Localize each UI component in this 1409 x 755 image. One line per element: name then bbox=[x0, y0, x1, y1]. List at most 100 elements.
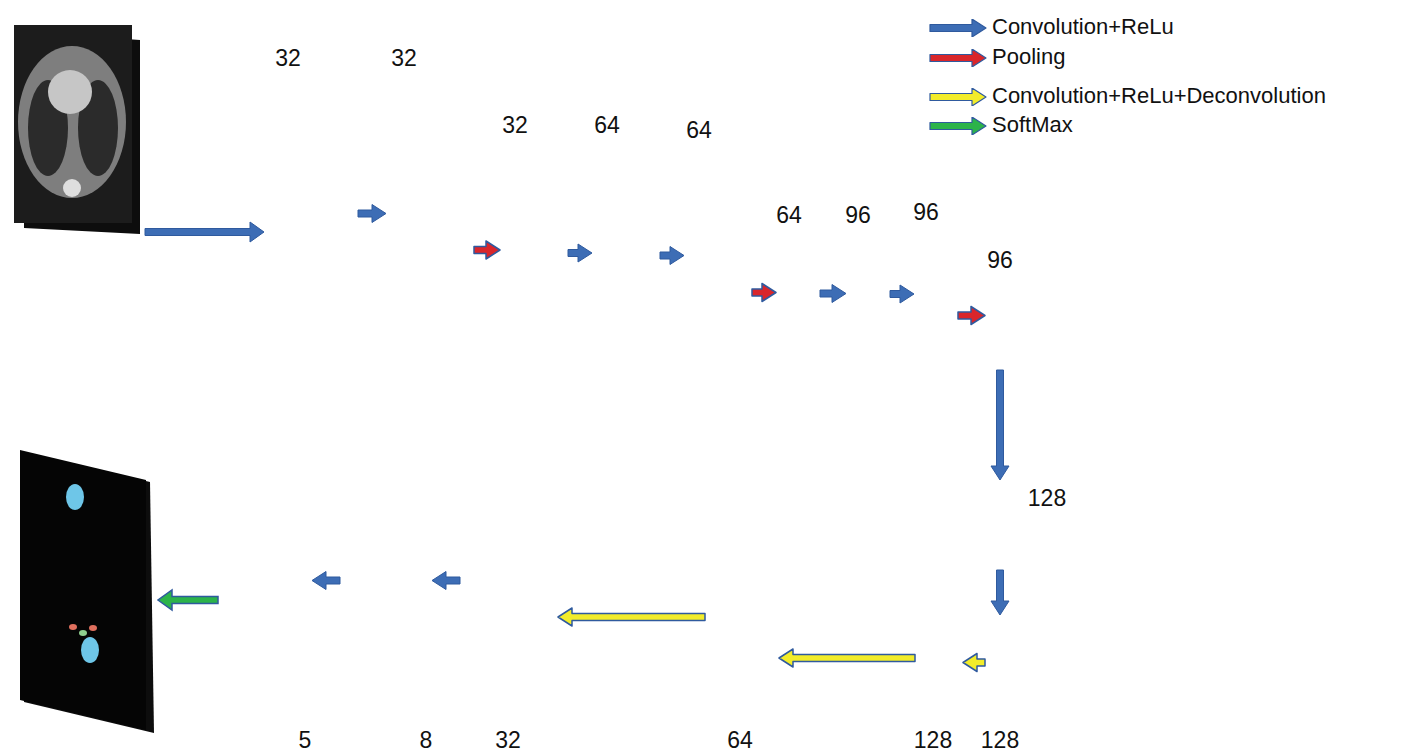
watermark-curve bbox=[300, 300, 1400, 430]
legend-text: Convolution+ReLu bbox=[992, 14, 1174, 39]
feature-map-block: 64 bbox=[705, 512, 779, 722]
block-shape bbox=[270, 75, 360, 354]
block-face bbox=[846, 237, 878, 352]
softmax-arrow bbox=[158, 590, 218, 610]
feature-map-block: 5 bbox=[220, 438, 312, 723]
block-shape bbox=[776, 235, 822, 352]
block-shape bbox=[985, 615, 1017, 712]
block-face bbox=[705, 512, 763, 722]
channel-label: 8 bbox=[420, 727, 433, 753]
feature-map-block: 96 bbox=[985, 280, 1015, 370]
block-side bbox=[296, 508, 312, 723]
legend-arrow-swatch bbox=[930, 49, 986, 67]
mask-region bbox=[79, 630, 87, 636]
block-shape bbox=[915, 598, 965, 720]
mask-region bbox=[66, 484, 84, 510]
block-face bbox=[914, 236, 946, 351]
feature-map-block: 8 bbox=[340, 438, 432, 723]
block-top bbox=[985, 280, 1015, 305]
channel-count: 128 bbox=[1028, 485, 1066, 511]
block-side bbox=[416, 508, 432, 723]
channel-label: 32 bbox=[391, 45, 417, 71]
feature-map-block: 32 bbox=[386, 75, 474, 352]
flow-arrow bbox=[890, 285, 914, 303]
legend-text: Pooling bbox=[992, 44, 1065, 69]
feature-map-block: 64 bbox=[776, 235, 820, 350]
channel-label: 64 bbox=[686, 117, 712, 143]
block-face bbox=[592, 148, 646, 358]
block-face bbox=[460, 438, 540, 723]
block-top bbox=[776, 235, 820, 270]
channel-label: 128 bbox=[981, 727, 1019, 753]
legend-text: SoftMax bbox=[992, 112, 1073, 137]
feature-map-block: 64 bbox=[592, 148, 660, 358]
block-shape bbox=[220, 438, 314, 725]
flow-arrow bbox=[991, 570, 1009, 615]
channel-label: 32 bbox=[275, 45, 301, 71]
channel-count: 32 bbox=[495, 727, 521, 753]
block-shape bbox=[460, 438, 560, 725]
block-face bbox=[985, 615, 1005, 710]
channel-count: 32 bbox=[275, 45, 301, 71]
block-shape bbox=[914, 236, 960, 353]
image-plane bbox=[14, 25, 132, 223]
flow-arrow bbox=[358, 205, 386, 223]
watermark-ring bbox=[1260, 310, 1400, 450]
block-top bbox=[985, 615, 1015, 640]
block-side bbox=[1005, 640, 1015, 710]
block-face bbox=[270, 75, 342, 352]
block-side bbox=[342, 132, 358, 352]
legend-swatch-holder bbox=[928, 117, 988, 135]
block-face bbox=[915, 598, 951, 718]
legend-row: Convolution+ReLu bbox=[928, 13, 1110, 41]
block-top bbox=[915, 598, 963, 638]
mask-region bbox=[89, 625, 97, 631]
block-shape bbox=[985, 480, 1017, 572]
block-side bbox=[646, 198, 660, 358]
channel-label: 128 bbox=[914, 727, 952, 753]
block-top bbox=[684, 153, 752, 203]
block-top bbox=[340, 438, 432, 508]
block-shape bbox=[705, 512, 781, 724]
block-shape bbox=[386, 75, 476, 354]
legend-arrow-swatch bbox=[930, 117, 986, 135]
block-face bbox=[386, 75, 458, 352]
flow-arrow bbox=[779, 649, 915, 667]
channel-label: 96 bbox=[913, 199, 939, 225]
block-side bbox=[738, 203, 752, 363]
legend-swatch-holder bbox=[928, 88, 988, 106]
mask-region bbox=[81, 637, 99, 663]
segmentation-output-image bbox=[20, 450, 154, 733]
block-face bbox=[985, 480, 1005, 570]
ct-heart bbox=[48, 70, 92, 114]
ct-input-image bbox=[14, 25, 140, 234]
flow-arrow bbox=[432, 572, 460, 590]
channel-count: 64 bbox=[686, 117, 712, 143]
watermark-ring bbox=[650, 320, 870, 540]
flow-arrow bbox=[991, 370, 1009, 480]
watermark-ring bbox=[1035, 375, 1225, 565]
block-top bbox=[705, 512, 779, 562]
watermark-ring bbox=[1230, 590, 1350, 710]
input-arrow bbox=[145, 222, 264, 242]
watermark bbox=[300, 120, 1400, 710]
block-side bbox=[878, 272, 890, 352]
ct-spine bbox=[63, 179, 81, 197]
block-shape bbox=[684, 153, 754, 365]
channel-label: 64 bbox=[727, 727, 753, 753]
block-side bbox=[763, 562, 779, 722]
block-side bbox=[808, 270, 820, 350]
channel-label: 128 bbox=[1028, 485, 1066, 511]
flow-arrow bbox=[820, 285, 846, 303]
block-top bbox=[914, 236, 958, 271]
flow-arrow bbox=[558, 608, 705, 626]
block-top bbox=[386, 75, 474, 132]
block-shape bbox=[846, 237, 892, 354]
block-top bbox=[592, 148, 660, 198]
legend-swatch-holder bbox=[928, 49, 988, 67]
channel-count: 32 bbox=[391, 45, 417, 71]
block-face bbox=[340, 438, 416, 723]
channel-label: 96 bbox=[987, 247, 1013, 273]
legend-row: SoftMax bbox=[928, 111, 1009, 139]
